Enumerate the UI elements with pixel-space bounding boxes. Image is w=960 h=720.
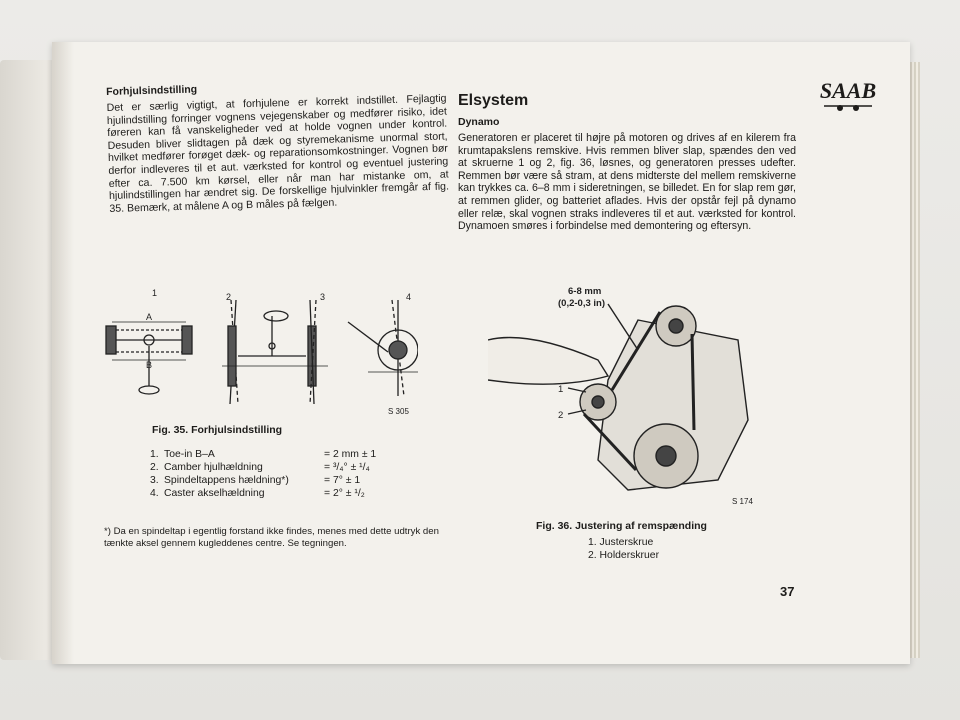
- fig36-legend: 1. Justerskrue 2. Holderskruer: [588, 536, 659, 562]
- spec-number: 3.: [150, 475, 159, 486]
- footnote: *) Da en spindeltap i egentlig forstand …: [104, 526, 439, 549]
- wheel-alignment-figure: 1 2 3 4 A B S 305: [105, 288, 418, 416]
- spec-value: = 2 mm ± 1: [324, 449, 377, 460]
- page-gutter: [52, 42, 74, 664]
- manual-page: Forhjulsindstilling Det er særlig vigtig…: [52, 42, 910, 664]
- left-column: Forhjulsindstilling Det er særlig vigtig…: [106, 77, 449, 216]
- fig35-label-1: 1: [152, 288, 157, 298]
- spec-value: = 7° ± 1: [324, 475, 361, 486]
- spec-number: 1.: [150, 449, 159, 460]
- spec-row: 2. Camber hjulhældning = ³/₄° ± ¹/₄: [150, 461, 410, 474]
- wheel-alignment-paragraph: Det er særlig vigtigt, at forhjulene er …: [106, 92, 450, 215]
- spec-label: Toe-in B–A: [164, 449, 215, 460]
- spec-number: 4.: [150, 488, 159, 499]
- belt-tension-figure: 6-8 mm (0,2-0,3 in) 1 2 S 174: [488, 286, 753, 506]
- fig35-caption: Fig. 35. Forhjulsindstilling: [152, 424, 283, 436]
- fig35-label-b: B: [146, 360, 152, 370]
- fig36-measure-in: (0,2-0,3 in): [558, 298, 605, 309]
- dynamo-paragraph: Generatoren er placeret til højre på mot…: [458, 132, 796, 233]
- fig36-label-1: 1: [558, 384, 563, 395]
- spec-row: 1. Toe-in B–A = 2 mm ± 1: [150, 448, 410, 461]
- fig36-caption: Fig. 36. Justering af remspænding: [536, 520, 707, 532]
- spec-label: Camber hjulhældning: [164, 462, 263, 473]
- spec-label: Caster akselhældning: [164, 488, 265, 499]
- fig36-measure-mm: 6-8 mm: [568, 286, 601, 297]
- spec-label: Spindeltappens hældning*): [164, 475, 289, 486]
- fig35-label-4: 4: [406, 292, 411, 302]
- legend-item-adjusting-screw: 1. Justerskrue: [588, 537, 654, 548]
- spec-value: = ³/₄° ± ¹/₄: [324, 462, 370, 473]
- dynamo-heading: Dynamo: [458, 116, 500, 128]
- fig36-code: S 174: [732, 497, 753, 506]
- page-number: 37: [780, 584, 795, 599]
- right-column: Elsystem Dynamo Generatoren er placeret …: [458, 92, 796, 233]
- fig35-label-3: 3: [320, 292, 325, 302]
- electrical-system-title: Elsystem: [458, 92, 529, 109]
- fig36-label-2: 2: [558, 410, 563, 421]
- spec-row: 3. Spindeltappens hældning*) = 7° ± 1: [150, 474, 410, 487]
- spec-row: 4. Caster akselhældning = 2° ± ¹/₂: [150, 487, 410, 500]
- spec-value: = 2° ± ¹/₂: [324, 488, 365, 499]
- fig35-label-a: A: [146, 312, 152, 322]
- spec-number: 2.: [150, 462, 159, 473]
- fig35-code: S 305: [388, 407, 409, 416]
- alignment-spec-list: 1. Toe-in B–A = 2 mm ± 1 2. Camber hjulh…: [150, 448, 410, 500]
- fig35-label-2: 2: [226, 292, 231, 302]
- saab-logo-text: SAAB: [820, 78, 876, 103]
- saab-logo: SAAB: [820, 78, 876, 111]
- legend-item-holder-screws: 2. Holderskruer: [588, 550, 660, 561]
